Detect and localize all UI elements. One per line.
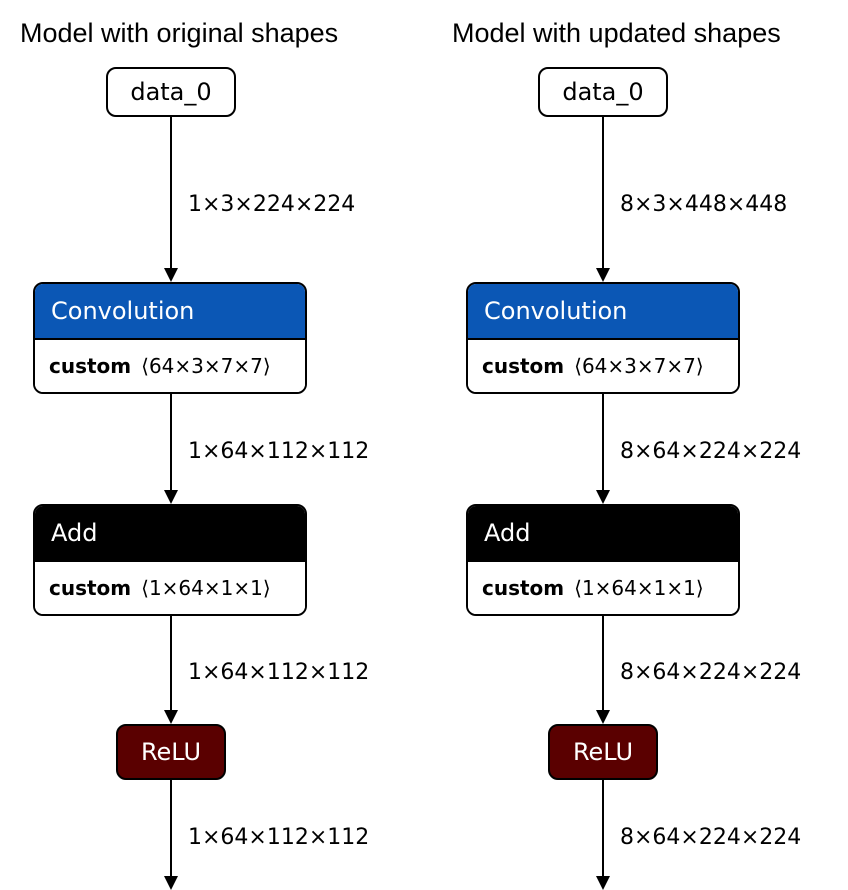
right-edge1-shape-label: 8×3×448×448 — [620, 192, 788, 217]
right-input-node-data-0[interactable]: data_0 — [538, 67, 668, 117]
right-edge-input-to-conv — [602, 117, 604, 269]
right-arrowhead-out — [596, 876, 610, 890]
right-arrowhead-conv — [596, 268, 610, 282]
left-convolution-node[interactable]: Convolution custom ⟨64×3×7×7⟩ — [33, 282, 307, 394]
right-add-attr: custom ⟨1×64×1×1⟩ — [468, 560, 738, 614]
right-edge3-shape-label: 8×64×224×224 — [620, 660, 802, 685]
left-graph-title: Model with original shapes — [20, 18, 339, 48]
left-arrowhead-conv — [164, 268, 178, 282]
right-add-attr-key: custom — [482, 576, 565, 600]
left-convolution-attr-value: ⟨64×3×7×7⟩ — [141, 354, 271, 378]
left-relu-node[interactable]: ReLU — [116, 724, 226, 780]
right-edge2-shape-label: 8×64×224×224 — [620, 439, 802, 464]
right-convolution-attr-key: custom — [482, 354, 565, 378]
left-convolution-header: Convolution — [35, 284, 305, 338]
right-add-node[interactable]: Add custom ⟨1×64×1×1⟩ — [466, 504, 740, 616]
left-convolution-attr: custom ⟨64×3×7×7⟩ — [35, 338, 305, 392]
left-edge-input-to-conv — [170, 117, 172, 269]
left-add-header: Add — [35, 506, 305, 560]
left-arrowhead-relu — [164, 710, 178, 724]
left-edge-relu-out — [170, 780, 172, 876]
left-edge-conv-to-add — [170, 394, 172, 491]
right-relu-node[interactable]: ReLU — [548, 724, 658, 780]
left-arrowhead-add — [164, 490, 178, 504]
right-edge-add-to-relu — [602, 616, 604, 712]
left-arrowhead-out — [164, 876, 178, 890]
right-add-attr-value: ⟨1×64×1×1⟩ — [574, 576, 704, 600]
right-graph-title: Model with updated shapes — [452, 18, 781, 48]
right-arrowhead-relu — [596, 710, 610, 724]
left-edge2-shape-label: 1×64×112×112 — [188, 439, 370, 464]
right-edge-conv-to-add — [602, 394, 604, 491]
left-convolution-attr-key: custom — [49, 354, 132, 378]
right-convolution-attr-value: ⟨64×3×7×7⟩ — [574, 354, 704, 378]
right-add-header: Add — [468, 506, 738, 560]
right-edge-relu-out — [602, 780, 604, 876]
left-add-node[interactable]: Add custom ⟨1×64×1×1⟩ — [33, 504, 307, 616]
right-convolution-attr: custom ⟨64×3×7×7⟩ — [468, 338, 738, 392]
left-edge-add-to-relu — [170, 616, 172, 712]
left-input-node-data-0[interactable]: data_0 — [106, 67, 236, 117]
left-add-attr: custom ⟨1×64×1×1⟩ — [35, 560, 305, 614]
right-arrowhead-add — [596, 490, 610, 504]
left-edge3-shape-label: 1×64×112×112 — [188, 660, 370, 685]
right-edge4-shape-label: 8×64×224×224 — [620, 825, 802, 850]
left-edge1-shape-label: 1×3×224×224 — [188, 192, 356, 217]
right-convolution-header: Convolution — [468, 284, 738, 338]
left-add-attr-value: ⟨1×64×1×1⟩ — [141, 576, 271, 600]
left-edge4-shape-label: 1×64×112×112 — [188, 825, 370, 850]
right-convolution-node[interactable]: Convolution custom ⟨64×3×7×7⟩ — [466, 282, 740, 394]
left-add-attr-key: custom — [49, 576, 132, 600]
